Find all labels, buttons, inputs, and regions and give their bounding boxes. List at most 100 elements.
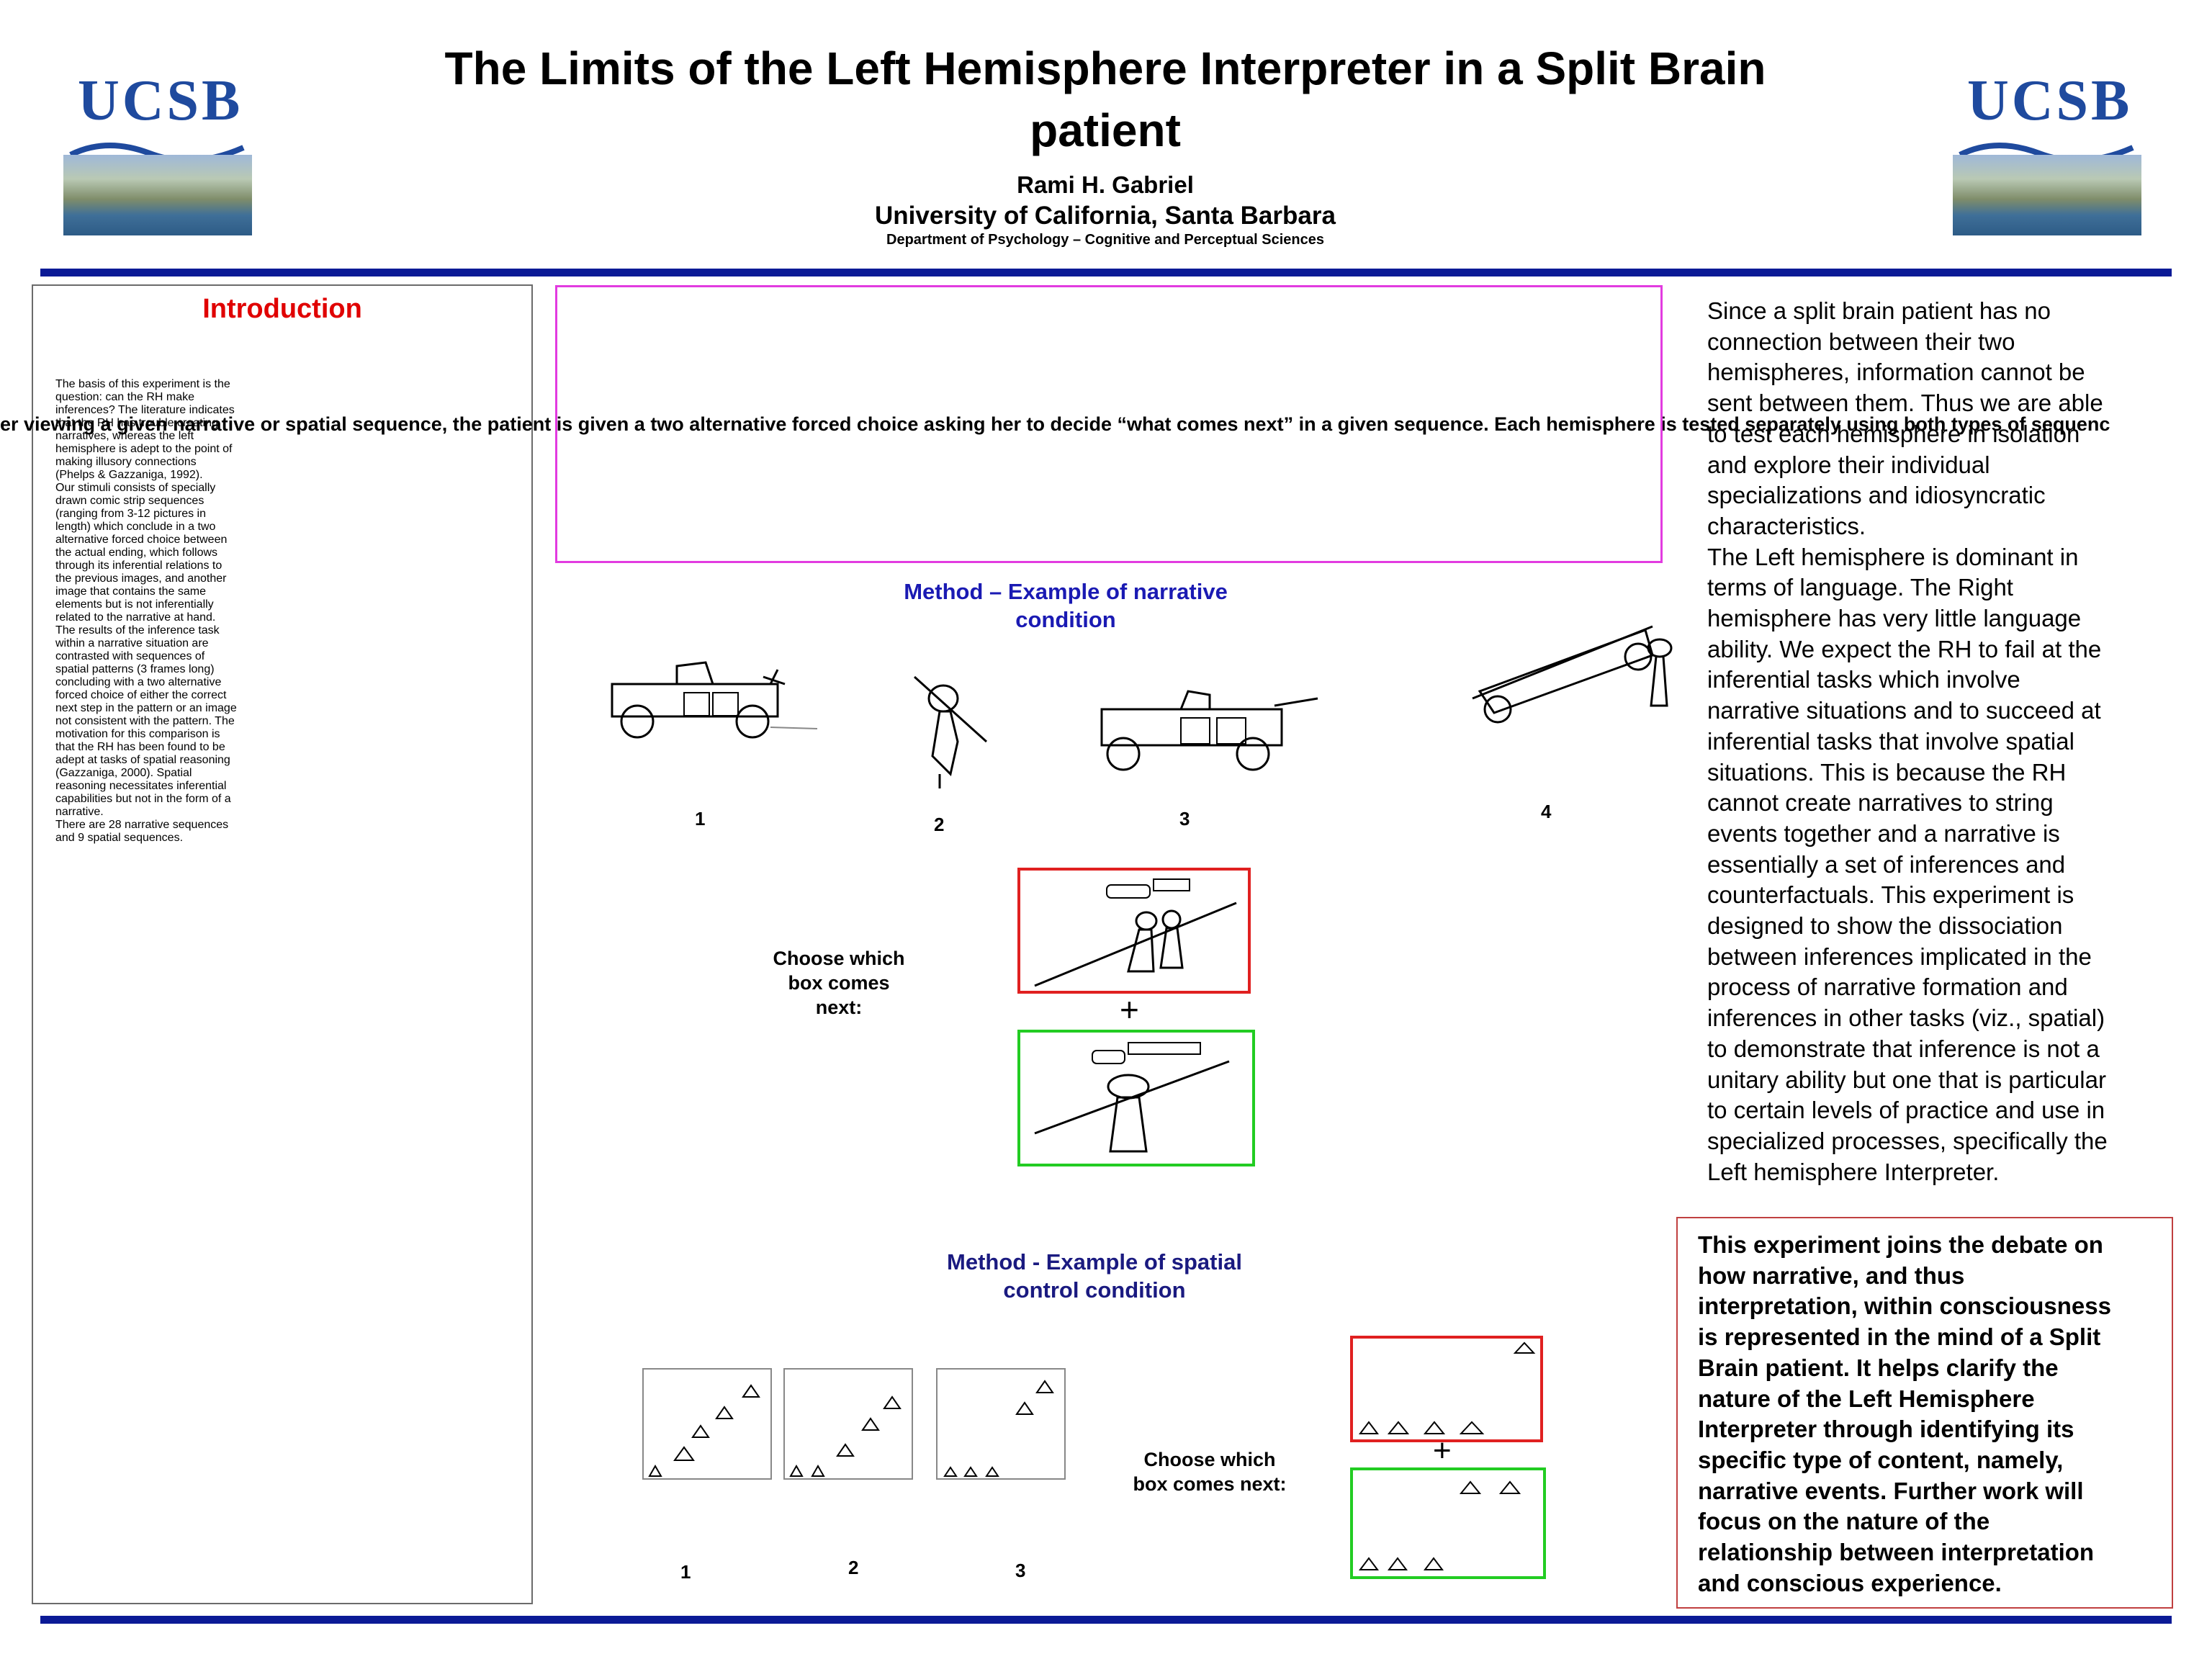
conclusion-line: is represented in the mind of a Split <box>1698 1323 2101 1351</box>
introduction-line: the actual ending, which follows <box>55 547 218 559</box>
background-line: specialized processes, specifically the <box>1707 1127 2108 1154</box>
introduction-line: (Gazzaniga, 2000). Spatial <box>55 767 192 779</box>
spatial-frame-number-3: 3 <box>1015 1560 1026 1581</box>
background-line: to demonstrate that inference is not a <box>1707 1035 2100 1062</box>
narrative-frame-4-scene-drawing <box>1472 625 1673 724</box>
spatial-choice-correct-box[interactable] <box>1350 1467 1546 1579</box>
narrative-choice-correct-box[interactable] <box>1017 1030 1255 1166</box>
spatial-choice-correct-drawing <box>1359 1480 1521 1570</box>
background-line: inferential tasks that involve spatial <box>1707 727 2074 755</box>
background-line: events together and a narrative is <box>1707 819 2060 847</box>
background-line: situations. This is because the RH <box>1707 758 2067 786</box>
conclusion-line: Brain patient. It helps clarify the <box>1698 1354 2059 1381</box>
header-rule <box>40 269 2172 276</box>
narrative-frame-1-car-drawing <box>611 661 818 739</box>
university-name: University of California, Santa Barbara <box>875 202 1336 230</box>
introduction-line: that the RH has been found to be <box>55 741 225 753</box>
introduction-line: capabilities but not in the form of a <box>55 793 231 805</box>
background-line: connection between their two <box>1707 328 2015 355</box>
background-line: inferences in other tasks (viz., spatial… <box>1707 1004 2105 1032</box>
introduction-line: concluding with a two alternative <box>55 676 222 688</box>
introduction-line: (ranging from 3-12 pictures in <box>55 508 206 520</box>
spatial-frame-number-1: 1 <box>680 1561 691 1583</box>
introduction-line: image that contains the same <box>55 585 207 598</box>
background-line: cannot create narratives to string <box>1707 789 2054 817</box>
logo-wordmark-right: UCSB <box>1967 69 2133 132</box>
introduction-line: alternative forced choice between <box>55 534 228 546</box>
introduction-line: inferences? The literature indicates <box>55 404 235 416</box>
introduction-line: narratives, whereas the left <box>55 430 194 442</box>
narrative-choose-prompt: Choose which box comes next: <box>773 948 905 1018</box>
introduction-line: hemisphere is adept to the point of <box>55 443 233 455</box>
introduction-line: motivation for this comparison is <box>55 728 220 740</box>
conclusion-line: and conscious experience. <box>1698 1569 2002 1596</box>
method-description-box <box>555 285 1663 563</box>
background-line: to certain levels of practice and use in <box>1707 1097 2105 1124</box>
spatial-plus-sign: + <box>1433 1433 1452 1468</box>
spatial-choice-wrong-drawing <box>1359 1341 1536 1434</box>
introduction-line: There are 28 narrative sequences <box>55 819 229 831</box>
introduction-line: The basis of this experiment is the <box>55 378 230 390</box>
ucsb-logo-right: UCSB <box>1953 68 2147 238</box>
background-line: between inferences implicated in the <box>1707 943 2092 970</box>
introduction-line: (Phelps & Gazzaniga, 1992). <box>55 469 203 481</box>
introduction-line: The results of the inference task <box>55 624 220 637</box>
introduction-heading: Introduction <box>202 294 362 324</box>
author-name: Rami H. Gabriel <box>1017 171 1194 198</box>
introduction-line: not consistent with the pattern. The <box>55 715 235 727</box>
narrative-method-heading: Method – Example of narrative condition <box>904 579 1228 632</box>
introduction-line: that the RH has trouble creating <box>55 417 218 429</box>
introduction-line: reasoning necessitates inferential <box>55 780 227 792</box>
introduction-line: and 9 spatial sequences. <box>55 832 184 844</box>
background-line: Left hemisphere Interpreter. <box>1707 1158 2000 1185</box>
introduction-line: within a narrative situation are <box>55 637 209 649</box>
introduction-line: drawn comic strip sequences <box>55 495 204 507</box>
background-line: counterfactuals. This experiment is <box>1707 881 2074 909</box>
background-line: essentially a set of inferences and <box>1707 850 2066 878</box>
narrative-choice-correct-drawing <box>1034 1042 1230 1153</box>
background-line: hemispheres, information cannot be <box>1707 359 2085 386</box>
narrative-frame-number-1: 1 <box>695 808 706 830</box>
background-line: inferential tasks which involve <box>1707 666 2020 693</box>
method-description-overflow: er viewing a given narrative or spatial … <box>0 413 2110 435</box>
background-line: ability. We expect the RH to fail at the <box>1707 635 2102 662</box>
introduction-line: adept at tasks of spatial reasoning <box>55 754 230 766</box>
narrative-choice-wrong-box[interactable] <box>1017 868 1251 994</box>
footer-rule <box>40 1616 2172 1624</box>
campus-photo-right <box>1953 155 2141 235</box>
ucsb-logo-left: UCSB <box>63 68 258 238</box>
conclusion-line: how narrative, and thus <box>1698 1262 1965 1289</box>
conclusion-line: narrative events. Further work will <box>1698 1477 2084 1504</box>
background-line: and explore their individual <box>1707 451 1990 478</box>
narrative-frame-number-4: 4 <box>1541 801 1552 822</box>
background-line: The Left hemisphere is dominant in <box>1707 543 2079 570</box>
conclusion-line: This experiment joins the debate on <box>1698 1231 2103 1258</box>
background-line: designed to show the dissociation <box>1707 912 2063 940</box>
introduction-line: next step in the pattern or an image <box>55 702 237 714</box>
background-text: Since a split brain patient has no connec… <box>1707 296 2182 1187</box>
spatial-frame-2 <box>783 1368 913 1480</box>
narrative-frame-2-figure-drawing <box>913 675 988 788</box>
background-line: specializations and idiosyncratic <box>1707 482 2046 509</box>
background-line: to test each hemisphere in isolation <box>1707 420 2080 447</box>
introduction-line: through its inferential relations to <box>55 559 222 572</box>
introduction-line: spatial patterns (3 frames long) <box>55 663 215 675</box>
background-line: sent between them. Thus we are able <box>1707 390 2103 417</box>
background-line: unitary ability but one that is particul… <box>1707 1066 2106 1093</box>
logo-wordmark-left: UCSB <box>78 69 243 132</box>
narrative-frame-number-3: 3 <box>1179 808 1190 830</box>
introduction-line: narrative. <box>55 806 104 818</box>
spatial-frame-1 <box>642 1368 772 1480</box>
department-name: Department of Psychology – Cognitive and… <box>886 232 1324 248</box>
conclusion-line: nature of the Left Hemisphere <box>1698 1385 2035 1412</box>
conclusion-line: specific type of content, namely, <box>1698 1446 2064 1473</box>
narrative-frame-3-car-drawing <box>1100 690 1318 771</box>
introduction-line: the previous images, and another <box>55 572 227 585</box>
introduction-line: length) which conclude in a two <box>55 521 216 533</box>
introduction-line: elements but is not inferentially <box>55 598 214 611</box>
introduction-line: making illusory connections <box>55 456 197 468</box>
introduction-line: Our stimuli consists of specially <box>55 482 216 494</box>
narrative-plus-sign: + <box>1120 991 1139 1028</box>
background-line: Since a split brain patient has no <box>1707 297 2051 324</box>
spatial-choice-wrong-box[interactable] <box>1350 1336 1543 1442</box>
